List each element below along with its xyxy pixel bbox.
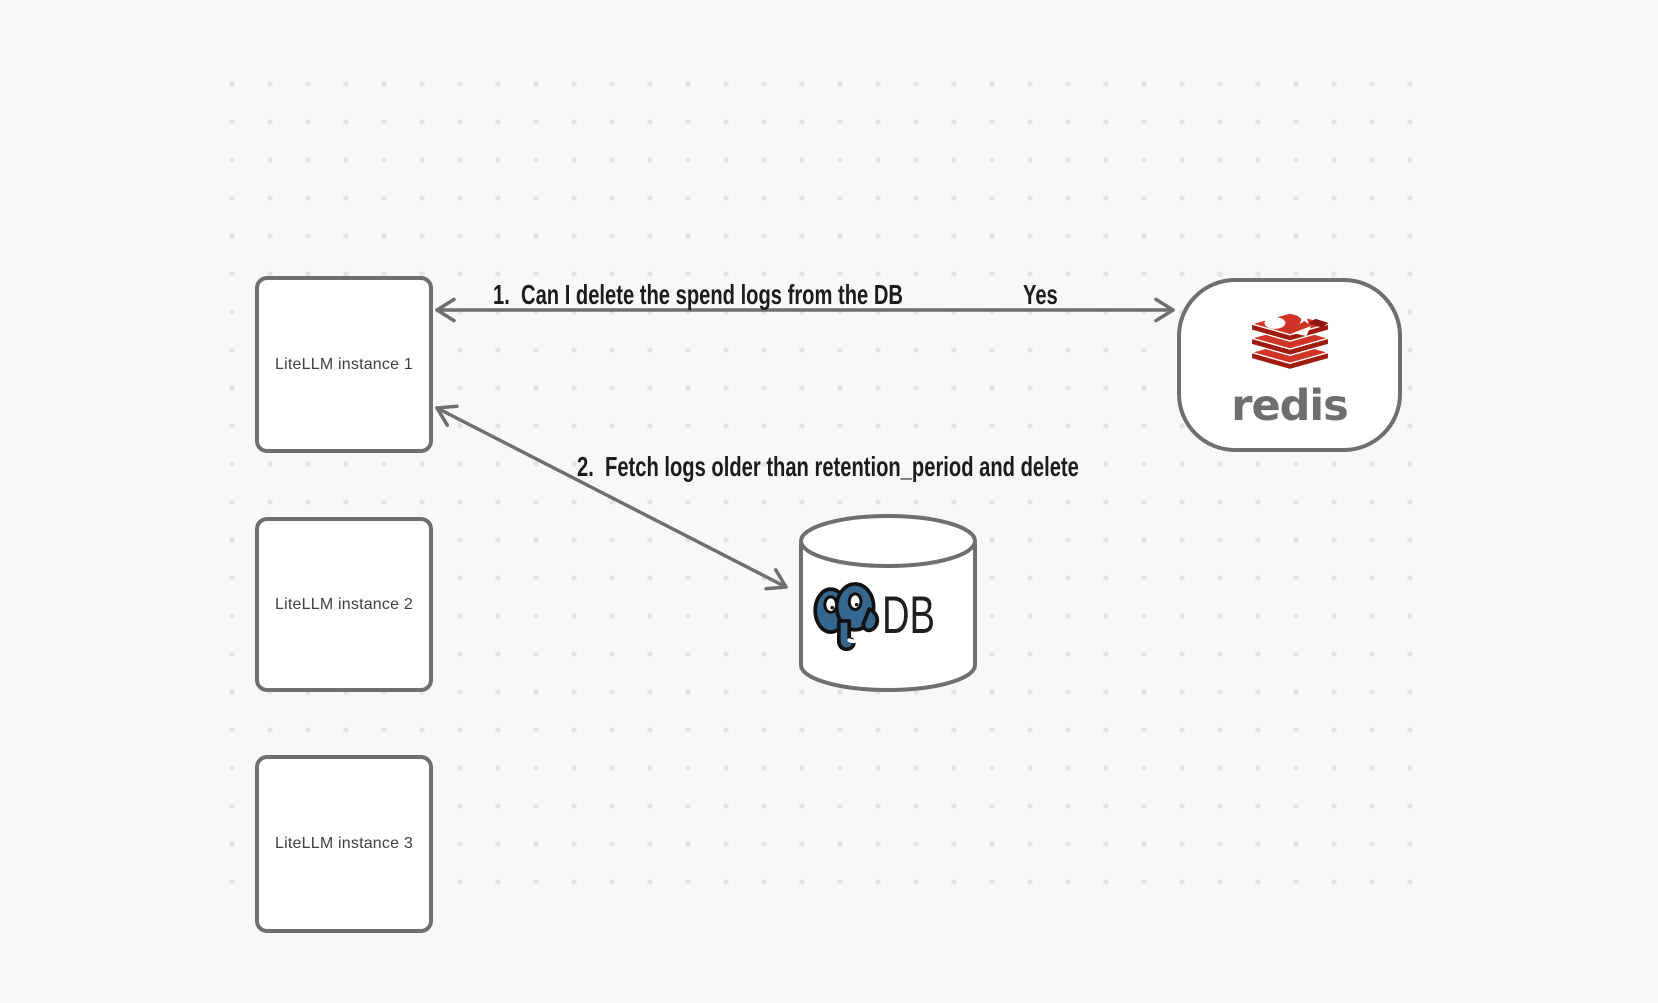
node-litellm-instance-1[interactable]: LiteLLM instance 1 (255, 276, 433, 453)
redis-ellipse-decoration (1263, 316, 1285, 329)
edge1-label[interactable]: 1. Can I delete the spend logs from the … (493, 279, 903, 310)
postgresql-elephant-icon (813, 582, 880, 652)
redis-wordmark: redis (1231, 380, 1348, 431)
node-litellm-instance-2[interactable]: LiteLLM instance 2 (255, 517, 433, 692)
redis-stack-icon (1250, 310, 1329, 371)
node-redis[interactable]: redis (1177, 278, 1402, 452)
edge1-answer-label[interactable]: Yes (1023, 279, 1058, 310)
db-node-label: DB (882, 585, 936, 645)
edge2-label[interactable]: 2. Fetch logs older than retention_perio… (577, 451, 1079, 482)
node-label: LiteLLM instance 3 (275, 835, 413, 852)
node-litellm-instance-3[interactable]: LiteLLM instance 3 (255, 755, 433, 933)
db-cylinder-shape (799, 514, 977, 692)
redis-star-decoration (1296, 310, 1311, 324)
node-label: LiteLLM instance 1 (275, 355, 413, 373)
node-label: LiteLLM instance 2 (275, 595, 413, 613)
redis-cone-decoration (1292, 325, 1311, 336)
db-content: DB (810, 576, 956, 654)
redis-notch-decoration (1308, 318, 1329, 328)
node-database[interactable]: DB (797, 512, 979, 694)
